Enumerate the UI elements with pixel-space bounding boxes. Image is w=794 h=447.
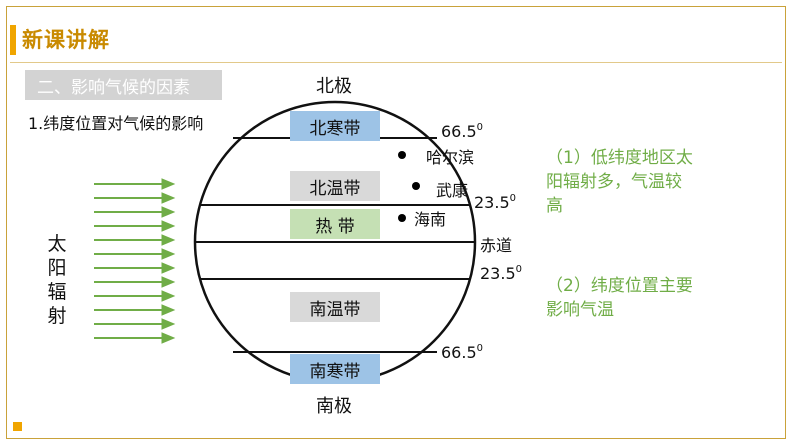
zone-north-temperate: 北温带 xyxy=(290,171,380,201)
arrow-9 xyxy=(94,290,176,302)
arrow-5 xyxy=(94,234,176,246)
section-subtitle: 二、影响气候的因素 xyxy=(25,70,222,100)
latitude-n23-label: 23.50 xyxy=(474,193,516,212)
latitude-s66-label: 66.50 xyxy=(441,343,483,362)
arrow-10 xyxy=(94,304,176,316)
arrow-7 xyxy=(94,262,176,274)
zone-south-frigid: 南寒带 xyxy=(290,354,380,384)
note-latitude-effect: （2）纬度位置主要影响气温 xyxy=(546,276,693,320)
zone-north-frigid: 北寒带 xyxy=(290,111,380,141)
city-dot-wukang xyxy=(412,182,420,190)
slide-frame xyxy=(6,6,786,439)
corner-accent xyxy=(13,422,22,431)
arrow-8 xyxy=(94,276,176,288)
arrow-12 xyxy=(94,332,176,344)
point-heading: 1.纬度位置对气候的影响 xyxy=(28,114,204,133)
arrow-11 xyxy=(94,318,176,330)
note-low-latitude: （1）低纬度地区太阳辐射多，气温较高 xyxy=(546,148,693,216)
city-label-hainan: 海南 xyxy=(414,210,447,229)
latitude-s23-label: 23.50 xyxy=(480,264,522,283)
arrow-1 xyxy=(94,178,176,190)
city-label-wukang: 武康 xyxy=(436,181,469,200)
sun-radiation-label: 太 阳 辐 射 xyxy=(47,233,67,327)
north-pole-label: 北极 xyxy=(316,76,352,97)
header-accent-bar xyxy=(10,25,16,55)
zone-south-temperate: 南温带 xyxy=(290,292,380,322)
page-title: 新课讲解 xyxy=(22,28,110,52)
equator-label: 赤道 xyxy=(480,236,513,255)
arrow-2 xyxy=(94,192,176,204)
arrow-3 xyxy=(94,206,176,218)
city-dot-hainan xyxy=(398,214,406,222)
header-divider xyxy=(10,62,782,63)
arrow-4 xyxy=(94,220,176,232)
city-label-harbin: 哈尔滨 xyxy=(426,148,475,167)
south-pole-label: 南极 xyxy=(316,396,352,417)
city-dot-harbin xyxy=(398,151,406,159)
latitude-n66-label: 66.50 xyxy=(441,122,483,141)
zone-tropical: 热 带 xyxy=(290,209,380,239)
arrow-6 xyxy=(94,248,176,260)
sunlight-arrows xyxy=(94,178,176,344)
